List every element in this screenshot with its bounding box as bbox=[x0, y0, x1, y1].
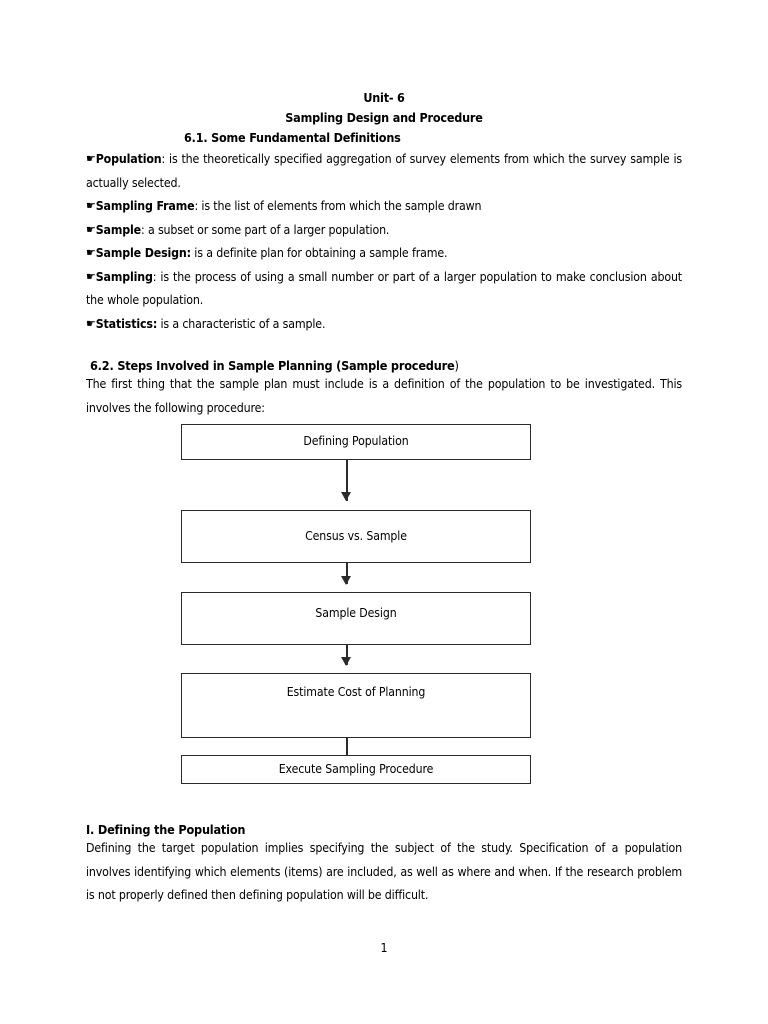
section-I-block: I. Defining the Population Defining the … bbox=[86, 822, 682, 908]
section-6-1-heading: 6.1. Some Fundamental Definitions bbox=[184, 130, 401, 145]
definition-text: is a characteristic of a sample. bbox=[157, 316, 326, 331]
definition-separator: : bbox=[161, 152, 166, 166]
flow-box-sample-design[interactable]: Sample Design bbox=[181, 592, 531, 645]
flow-box-estimate-cost-of-planning[interactable]: Estimate Cost of Planning bbox=[181, 673, 531, 738]
flow-connector-2 bbox=[346, 563, 348, 584]
section-6-2-paragraph: The first thing that the sample plan mus… bbox=[86, 377, 682, 415]
pointing-hand-icon: ☛ bbox=[86, 199, 96, 212]
flow-connector-1 bbox=[346, 460, 348, 501]
definition-separator: : bbox=[141, 222, 145, 237]
flow-box-label: Census vs. Sample bbox=[305, 529, 407, 543]
flow-connector-4 bbox=[346, 738, 348, 755]
list-item: ☛Sample Design: is a definite plan for o… bbox=[86, 242, 682, 266]
arrow-down-icon bbox=[341, 657, 351, 666]
section-I-paragraph: Defining the target population implies s… bbox=[86, 841, 682, 902]
document-title-line-1: Unit- 6 bbox=[363, 90, 405, 105]
definition-term: Sampling bbox=[95, 269, 153, 284]
definition-term: Population bbox=[95, 152, 162, 166]
section-6-2-heading: 6.2. Steps Involved in Sample Planning (… bbox=[86, 358, 682, 373]
list-item: ☛Population: is the theoretically specif… bbox=[86, 148, 682, 195]
page-number: 1 bbox=[380, 941, 388, 955]
pointing-hand-icon: ☛ bbox=[86, 222, 96, 236]
list-item: ☛Sampling Frame: is the list of elements… bbox=[86, 195, 682, 219]
flow-box-label: Defining Population bbox=[303, 434, 409, 448]
definition-term: Sample Design: bbox=[95, 246, 191, 260]
flow-box-label: Estimate Cost of Planning bbox=[286, 685, 426, 699]
pointing-hand-icon: ☛ bbox=[86, 246, 96, 259]
section-6-2-heading-tail: ) bbox=[454, 358, 459, 373]
definition-text: is a definite plan for obtaining a sampl… bbox=[190, 246, 448, 260]
list-item: ☛Statistics: is a characteristic of a sa… bbox=[86, 313, 682, 337]
definition-separator: : bbox=[194, 199, 199, 213]
definition-term: Sampling Frame bbox=[95, 199, 195, 213]
definitions-list: ☛Population: is the theoretically specif… bbox=[86, 148, 682, 336]
definition-term: Sample bbox=[95, 222, 141, 237]
flow-box-execute-sampling-procedure[interactable]: Execute Sampling Procedure bbox=[181, 755, 531, 784]
pointing-hand-icon: ☛ bbox=[86, 152, 96, 165]
document-body: Unit- 6 Sampling Design and Procedure 6.… bbox=[86, 88, 682, 420]
document-title-line-2: Sampling Design and Procedure bbox=[285, 110, 483, 125]
definition-separator: : bbox=[152, 269, 157, 284]
arrow-down-icon bbox=[341, 576, 351, 585]
definition-text: is the theoretically specified aggregati… bbox=[86, 152, 682, 190]
pointing-hand-icon: ☛ bbox=[86, 269, 96, 283]
flow-box-label: Sample Design bbox=[315, 606, 397, 620]
section-I-heading: I. Defining the Population bbox=[86, 822, 246, 837]
definition-term: Statistics: bbox=[95, 316, 158, 331]
list-item: ☛Sampling: is the process of using a sma… bbox=[86, 266, 682, 313]
definition-text: a subset or some part of a larger popula… bbox=[144, 222, 390, 237]
arrow-down-icon bbox=[341, 492, 351, 501]
definition-text: is the list of elements from which the s… bbox=[198, 199, 482, 213]
section-6-2-heading-bold: 6.2. Steps Involved in Sample Planning (… bbox=[90, 358, 455, 373]
flow-box-defining-population[interactable]: Defining Population bbox=[181, 424, 531, 460]
list-item: ☛Sample: a subset or some part of a larg… bbox=[86, 219, 682, 243]
pointing-hand-icon: ☛ bbox=[86, 316, 96, 330]
flow-box-label: Execute Sampling Procedure bbox=[278, 762, 434, 776]
flow-box-census-vs-sample[interactable]: Census vs. Sample bbox=[181, 510, 531, 563]
flow-connector-3 bbox=[346, 645, 348, 665]
definition-text: is the process of using a small number o… bbox=[86, 269, 682, 308]
